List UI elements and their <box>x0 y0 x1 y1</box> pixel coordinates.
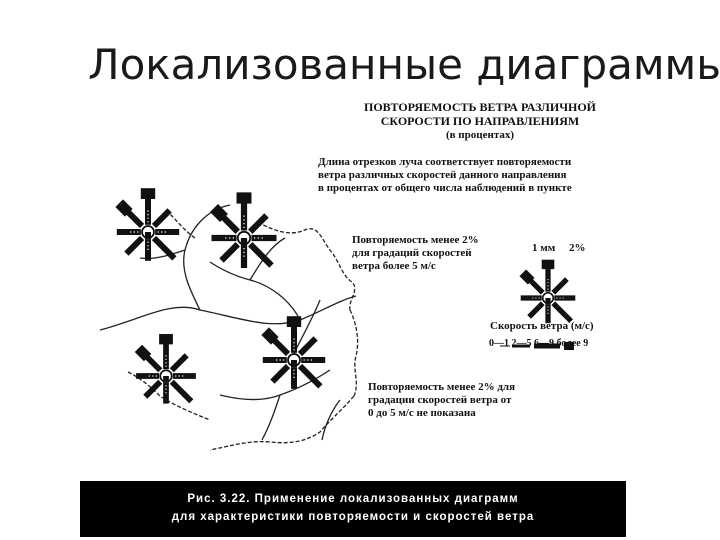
legend-header-line: СКОРОСТИ ПО НАПРАВЛЕНИЯМ <box>380 114 580 128</box>
speed-gradations: 0—1 2—5 6—9 более 9 <box>489 338 589 349</box>
legend-description: Длина отрезков луча соответствует повтор… <box>318 156 638 195</box>
caption-line-1: Рис. 3.22. Применение локализованных диа… <box>187 493 519 505</box>
description-line: ветра различных скоростей данного направ… <box>318 169 567 181</box>
wind-rose-4 <box>263 322 325 389</box>
legend-header: ПОВТОРЯЕМОСТЬ ВЕТРА РАЗЛИЧНОЙ СКОРОСТИ П… <box>345 100 615 142</box>
description-line: в процентах от общего числа наблюдений в… <box>318 182 572 194</box>
figure-caption: Рис. 3.22. Применение локализованных диа… <box>80 481 626 537</box>
page-title: Локализованные диаграммы <box>88 40 720 89</box>
wind-rose-3 <box>136 339 196 403</box>
wind-rose-2 <box>212 198 277 268</box>
note-line: 0 до 5 м/с не показана <box>368 407 476 419</box>
scale-label: 1 мм 2% <box>532 242 586 254</box>
wind-rose-1 <box>117 194 179 261</box>
note-line: Повторяемость менее 2% для <box>368 381 516 393</box>
speed-label: Скорость ветра (м/с) <box>490 320 594 332</box>
caption-line-2: для характеристики повторяемости и скоро… <box>171 511 535 523</box>
note-line: градации скоростей ветра от <box>368 394 512 406</box>
note-less-2-percent: Повторяемость менее 2% для градаций скор… <box>352 234 522 273</box>
note-line: для градаций скоростей <box>352 247 472 259</box>
wind-rose-legend <box>521 264 576 323</box>
legend-header-line: (в процентах) <box>445 129 515 141</box>
note-bottom: Повторяемость менее 2% для градации скор… <box>368 381 553 420</box>
description-line: Длина отрезков луча соответствует повтор… <box>318 156 572 168</box>
note-line: ветра более 5 м/с <box>352 260 436 272</box>
legend-header-line: ПОВТОРЯЕМОСТЬ ВЕТРА РАЗЛИЧНОЙ <box>363 100 597 114</box>
note-line: Повторяемость менее 2% <box>352 234 479 246</box>
